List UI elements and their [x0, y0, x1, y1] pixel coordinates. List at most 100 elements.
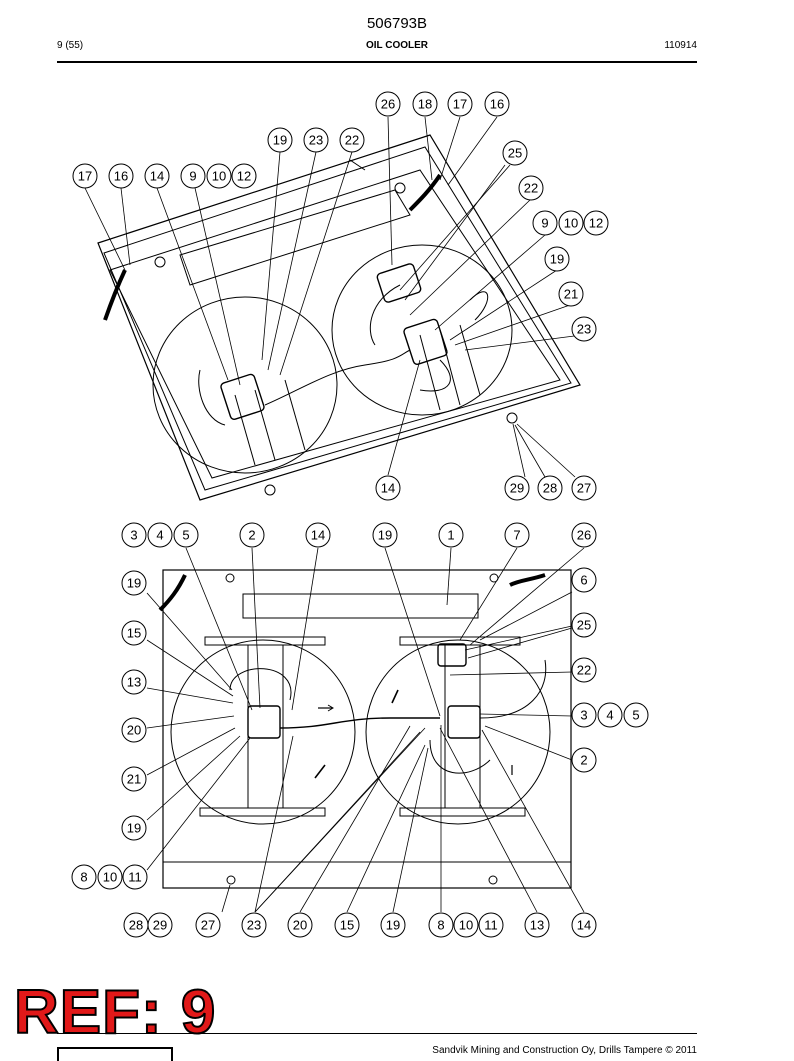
callout-top-bubble	[375, 91, 401, 117]
callout-top-label: 25	[508, 146, 522, 161]
callout-bottom-bubble	[121, 570, 147, 596]
callout-bottom-label: 2	[248, 528, 255, 543]
callout-top-bubble	[447, 91, 473, 117]
callout-bottom-label: 20	[293, 918, 307, 933]
callout-bottom-label: 19	[378, 528, 392, 543]
callout-bottom-label: 4	[606, 708, 613, 723]
callout-bottom-bubble	[71, 864, 97, 890]
callout-bottom-bubble	[380, 912, 406, 938]
callout-top-label: 28	[543, 481, 557, 496]
callout-top-label: 27	[577, 481, 591, 496]
callout-bottom-bubble	[173, 522, 199, 548]
section-title: OIL COOLER	[365, 40, 429, 51]
callout-bottom-bubble	[571, 657, 597, 683]
callout-bottom-bubble	[241, 912, 267, 938]
date-code: 110914	[664, 40, 697, 51]
callout-bottom-bubble	[571, 912, 597, 938]
callout-bottom-label: 14	[311, 528, 325, 543]
callout-top-label: 19	[273, 133, 287, 148]
page-indicator: 9 (55)	[57, 40, 84, 51]
callout-top-bubble	[502, 140, 528, 166]
callout-bottom-bubble	[372, 522, 398, 548]
callout-bottom-label: 25	[577, 618, 591, 633]
callout-bottom-bubble	[524, 912, 550, 938]
isometric-view	[84, 116, 583, 501]
callout-bottom-label: 23	[247, 918, 261, 933]
callout-bottom-label: 1	[447, 528, 454, 543]
callout-bottom-bubble	[334, 912, 360, 938]
callout-top-bubble	[583, 210, 609, 236]
callout-bottom-bubble	[428, 912, 454, 938]
callout-bottom-label: 22	[577, 663, 591, 678]
callout-bottom-label: 10	[103, 870, 117, 885]
callout-bottom-label: 20	[127, 723, 141, 738]
callout-top-label: 16	[490, 97, 504, 112]
callout-top-bubble	[558, 281, 584, 307]
callout-top-bubble	[484, 91, 510, 117]
callout-bottom-bubble	[195, 912, 221, 938]
callout-bottom-bubble	[121, 669, 147, 695]
callout-bottom-bubble	[305, 522, 331, 548]
callout-top-bubble	[375, 475, 401, 501]
ref-stamp: REF: 9	[13, 978, 217, 1047]
callout-bottom-bubble	[147, 912, 173, 938]
callout-top-bubble	[144, 163, 170, 189]
callout-top-label: 21	[564, 287, 578, 302]
callout-top-label: 14	[381, 481, 395, 496]
plan-view	[146, 547, 585, 913]
callout-bottom-label: 19	[386, 918, 400, 933]
callout-top-bubble	[571, 316, 597, 342]
callout-top-label: 29	[510, 481, 524, 496]
callout-top-bubble	[108, 163, 134, 189]
callout-bottom-label: 13	[127, 675, 141, 690]
footer-rule	[57, 1033, 697, 1034]
callout-bottom-label: 6	[580, 573, 587, 588]
callout-bottom-bubble	[453, 912, 479, 938]
callout-bottom-label: 5	[632, 708, 639, 723]
callout-top-label: 22	[345, 133, 359, 148]
callout-top-label: 17	[453, 97, 467, 112]
callout-top-bubble	[544, 246, 570, 272]
callout-top-bubble	[339, 127, 365, 153]
callout-bottom-bubble	[97, 864, 123, 890]
callout-bottom-label: 29	[153, 918, 167, 933]
callout-bottom-bubble	[597, 702, 623, 728]
callout-top-bubble	[303, 127, 329, 153]
callout-bottom-label: 7	[513, 528, 520, 543]
callout-top-label: 9	[541, 216, 548, 231]
document-number: 506793B	[366, 15, 428, 32]
callout-bottom-label: 3	[130, 528, 137, 543]
callout-bottom-label: 15	[127, 626, 141, 641]
callout-bottom-label: 10	[459, 918, 473, 933]
callout-bottom-label: 19	[127, 821, 141, 836]
callout-top-bubble	[72, 163, 98, 189]
callout-top-bubble	[558, 210, 584, 236]
callout-bottom-bubble	[571, 747, 597, 773]
callout-bottom-bubble	[122, 864, 148, 890]
callout-bottom-bubble	[571, 612, 597, 638]
callout-top-label: 19	[550, 252, 564, 267]
callout-bottom-label: 21	[127, 772, 141, 787]
callout-bottom-bubble	[121, 620, 147, 646]
callout-top-label: 14	[150, 169, 164, 184]
callout-bottom-bubble	[121, 717, 147, 743]
callout-bottom-bubble	[504, 522, 530, 548]
callout-bottom-label: 11	[484, 918, 498, 933]
callout-bottom-bubble	[438, 522, 464, 548]
callout-bottom-label: 26	[577, 528, 591, 543]
callout-top-bubble	[206, 163, 232, 189]
callout-top-label: 10	[564, 216, 578, 231]
copyright-text: Sandvik Mining and Construction Oy, Dril…	[432, 1045, 697, 1056]
brand-logo	[57, 1047, 173, 1061]
callout-bottom-bubble	[571, 702, 597, 728]
callout-bottom-bubble	[478, 912, 504, 938]
callout-bottom-label: 4	[156, 528, 163, 543]
callout-top-label: 12	[237, 169, 251, 184]
callout-bottom-label: 28	[129, 918, 143, 933]
callout-top-bubble	[532, 210, 558, 236]
callout-top-bubble	[180, 163, 206, 189]
callout-bottom-label: 3	[580, 708, 587, 723]
